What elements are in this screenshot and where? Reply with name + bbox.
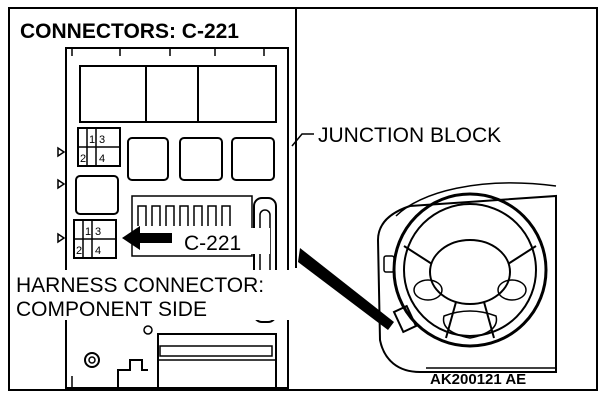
- junction-block-label: JUNCTION BLOCK: [318, 124, 501, 147]
- harness-connector-label: HARNESS CONNECTOR:: [16, 274, 264, 297]
- junction-block: [57, 47, 289, 389]
- connector-upper: 1 3 2 4: [77, 127, 121, 167]
- location-pointer: [298, 248, 394, 330]
- diagram-title: CONNECTORS: C-221: [20, 20, 239, 43]
- connector-callout-label: C-221: [184, 232, 241, 255]
- pin-label: 4: [99, 153, 105, 165]
- junction-leader-line: [291, 133, 314, 147]
- component-side-label: COMPONENT SIDE: [16, 298, 207, 321]
- connector-c221: 1 3 2 4: [73, 219, 117, 259]
- figure-reference: AK200121 AE: [430, 371, 526, 388]
- figure-frame: [8, 7, 598, 391]
- callout-arrow: [122, 226, 172, 250]
- pin-label: 1: [85, 226, 91, 238]
- pin-label: 2: [76, 245, 82, 257]
- pin-label: 2: [80, 153, 86, 165]
- pin-label: 3: [95, 226, 101, 238]
- pin-label: 1: [89, 134, 95, 146]
- pin-label: 3: [99, 134, 105, 146]
- dashboard-steering-wheel: [376, 182, 557, 373]
- harness-label-bg: [14, 270, 306, 320]
- title-bg: [14, 14, 280, 46]
- pin-label: 4: [95, 245, 101, 257]
- callout-bg: [178, 228, 270, 254]
